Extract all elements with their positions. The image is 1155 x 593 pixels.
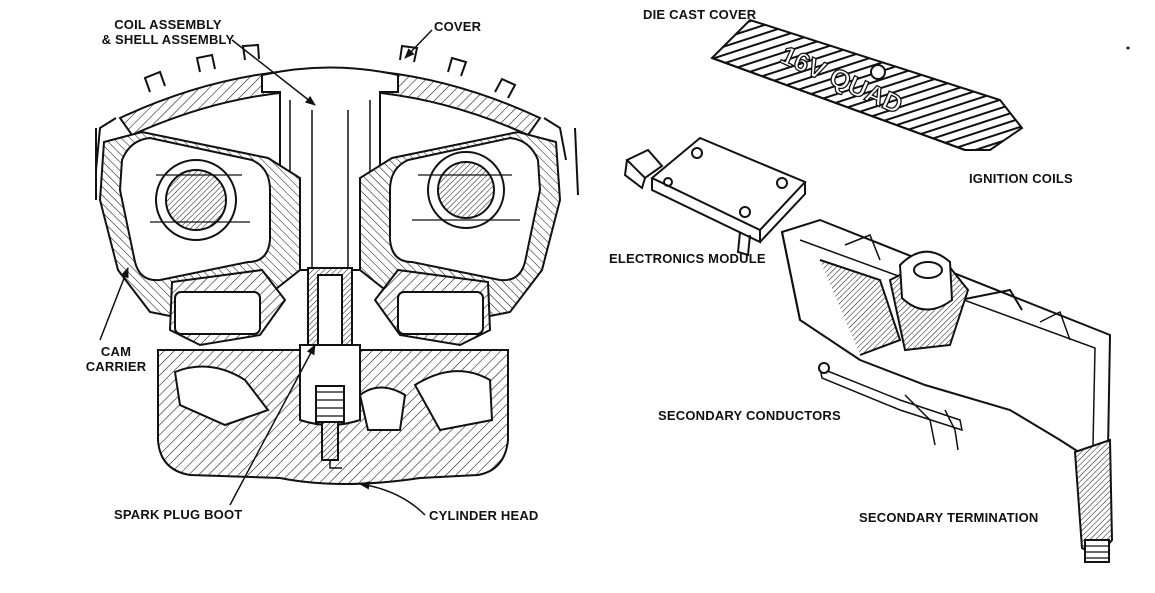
- label-secondary-termination: SECONDARY TERMINATION: [859, 510, 1039, 525]
- label-spark-plug-boot: SPARK PLUG BOOT: [114, 507, 243, 522]
- secondary-termination: [1073, 438, 1114, 553]
- label-die-cast-cover: DIE CAST COVER: [643, 7, 757, 22]
- label-coil-assembly-line1: COIL ASSEMBLY: [114, 17, 222, 32]
- electronics-module: [650, 136, 807, 232]
- engine-cross-section: [95, 43, 579, 485]
- label-cover: COVER: [434, 19, 482, 34]
- label-cam-carrier-line2: CARRIER: [85, 359, 147, 374]
- label-secondary-conductors: SECONDARY CONDUCTORS: [658, 408, 841, 423]
- corner-dot: [1126, 46, 1130, 50]
- label-coil-assembly-line2: & SHELL ASSEMBLY: [101, 32, 235, 47]
- left-leaders: [99, 29, 433, 516]
- label-electronics-module: ELECTRONICS MODULE: [609, 251, 766, 266]
- cover-top: [118, 68, 542, 137]
- secondary-conductors: [818, 366, 963, 432]
- label-coil-assembly: COIL ASSEMBLY & SHELL ASSEMBLY: [88, 17, 248, 47]
- label-cam-carrier: CAM CARRIER: [66, 344, 166, 374]
- label-cylinder-head: CYLINDER HEAD: [429, 508, 539, 523]
- label-cam-carrier-line1: CAM: [100, 344, 132, 359]
- label-ignition-coils: IGNITION COILS: [969, 171, 1073, 186]
- exploded-ignition-view: 16V QUAD: [623, 18, 1114, 563]
